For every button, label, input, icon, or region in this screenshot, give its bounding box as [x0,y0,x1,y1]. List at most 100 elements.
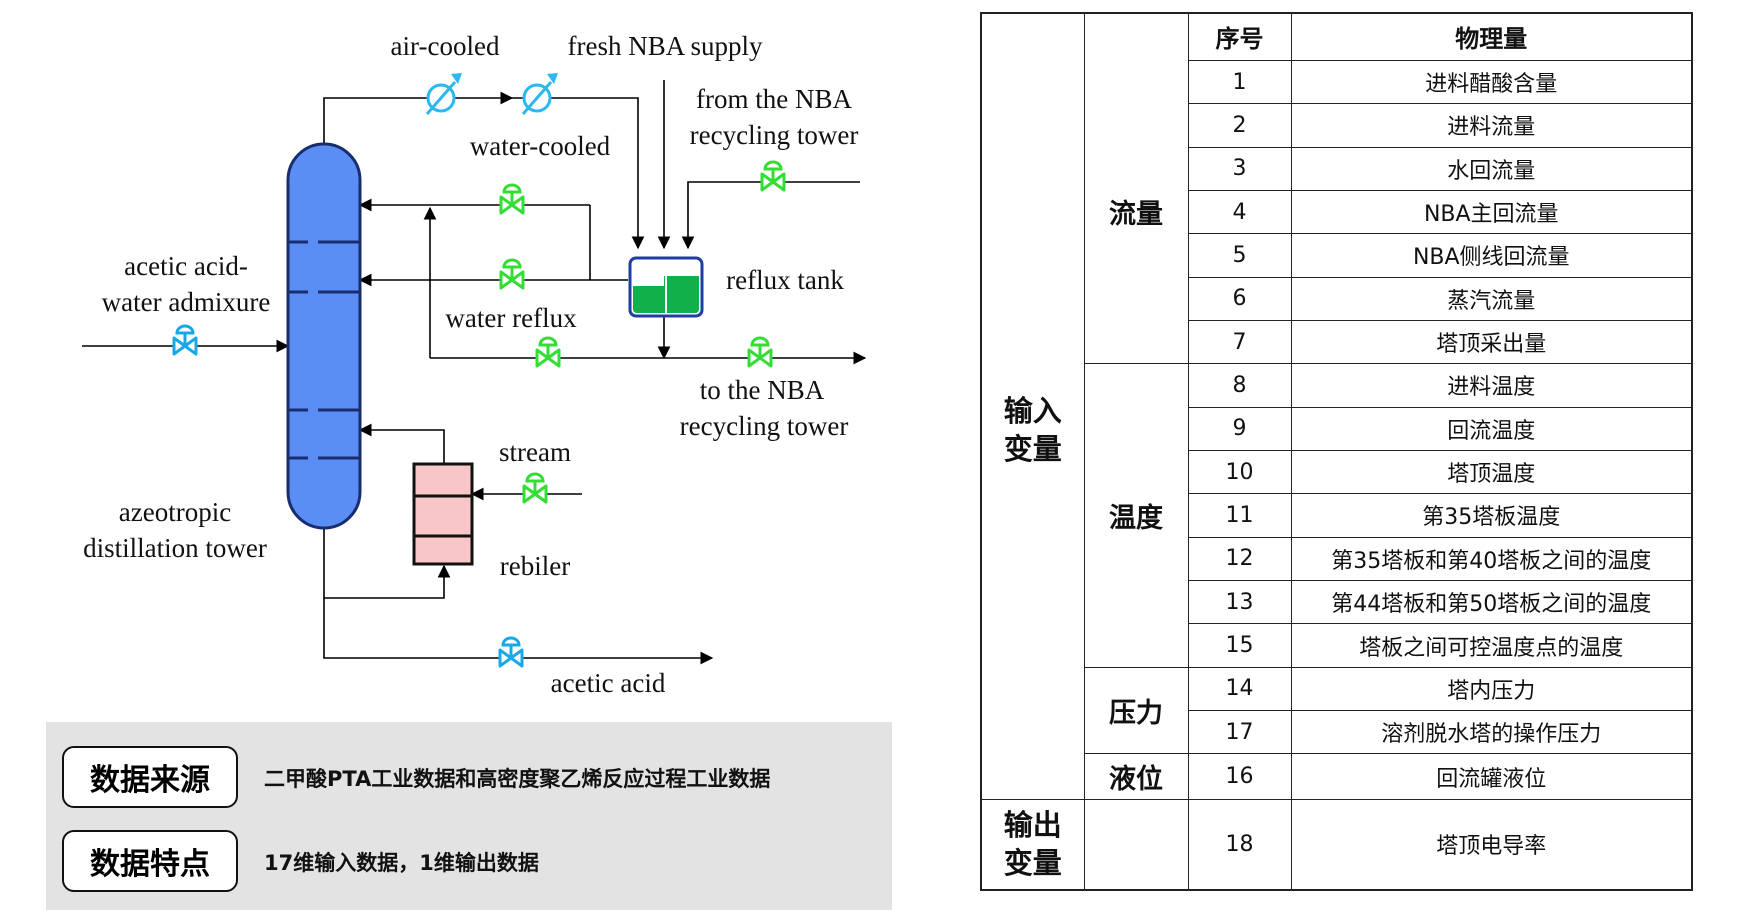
row-index: 2 [1187,103,1292,148]
label-tower: azeotropic [119,497,231,527]
table-header-row: 序号 物理量 [980,12,1693,61]
table-row: 10 塔顶温度 [981,449,1693,495]
row-quantity: 第35塔板温度 [1290,493,1693,538]
row-quantity: 溶剂脱水塔的操作压力 [1290,710,1693,755]
group-pressure: 压力 [1083,666,1189,755]
piping [82,80,867,665]
label-to-nba: to the NBA [700,375,825,405]
row-quantity: 第44塔板和第50塔板之间的温度 [1290,579,1693,625]
row-quantity: 进料温度 [1290,363,1693,408]
table-row: 13 第44塔板和第50塔板之间的温度 [981,579,1693,625]
label-acetic-acid: acetic acid [551,668,666,698]
valve-icon[interactable] [747,336,773,368]
valve-icon[interactable] [760,160,786,192]
table-header-blank [1083,12,1189,61]
valve-icon[interactable] [522,472,548,504]
label-feed: water admixure [102,287,271,317]
table-row: 压力 14 塔内压力 [981,666,1693,755]
table-row: 17 溶剂脱水塔的操作压力 [981,710,1693,755]
table-header-blank [980,12,1085,61]
table-row: 11 第35塔板温度 [981,493,1693,538]
air-cooler-icon [425,71,464,116]
row-index: 1 [1187,59,1292,105]
group-temperature: 温度 [1083,363,1189,668]
row-quantity: 水回流量 [1290,146,1693,191]
table-row: 温度 8 进料温度 [981,363,1693,668]
row-quantity: 蒸汽流量 [1290,276,1693,321]
label-air-cooled: air-cooled [391,31,500,61]
row-index: 5 [1187,233,1292,278]
valve-icon[interactable] [535,336,561,368]
process-flow-diagram: air-cooled fresh NBA supply water-cooled… [82,31,867,698]
label-from-nba: recycling tower [690,120,859,150]
label-reflux-tank: reflux tank [726,265,844,295]
row-index: 13 [1187,579,1292,625]
row-quantity: 塔顶温度 [1290,449,1693,495]
row-quantity: 回流温度 [1290,406,1693,451]
table-row: 输入变量 流量 1 进料醋酸含量 [980,59,1693,800]
label-rebiler: rebiler [500,551,570,581]
group-level: 液位 [1083,753,1189,800]
row-quantity: NBA主回流量 [1290,189,1693,235]
data-source-label: 数据来源 [62,746,238,808]
row-quantity: NBA侧线回流量 [1290,233,1693,278]
data-feature-label: 数据特点 [62,830,238,892]
row-quantity: 塔顶采出量 [1290,319,1693,365]
label-feed: acetic acid- [124,251,248,281]
group-flow: 流量 [1083,60,1189,365]
row-quantity: 进料醋酸含量 [1290,59,1693,105]
distillation-tower-icon [286,142,362,530]
data-source-text: 二甲酸PTA工业数据和高密度聚乙烯反应过程工业数据 [264,767,771,791]
row-quantity: 塔内压力 [1290,666,1693,712]
table-header-index: 序号 [1187,12,1292,61]
variable-table: 序号 物理量 输入变量 流量 1 进料醋酸含量 2 进料流量 3 水回流量 4 … [980,12,1693,891]
row-index: 8 [1187,363,1292,408]
table-row: 输出变量 18 塔顶电导率 [980,798,1693,891]
table-row: 3 水回流量 [981,146,1693,191]
row-index: 16 [1187,753,1292,800]
row-index: 4 [1187,189,1292,235]
table-row: 5 NBA侧线回流量 [981,233,1693,278]
label-tower: distillation tower [83,533,267,563]
output-group-blank [1083,798,1189,891]
row-quantity: 第35塔板和第40塔板之间的温度 [1290,536,1693,582]
table-row: 6 蒸汽流量 [981,276,1693,321]
label-water-reflux: water reflux [445,303,577,333]
label-water-cooled: water-cooled [470,131,611,161]
row-index: 10 [1187,449,1292,495]
table-row: 液位 16 回流罐液位 [981,753,1693,800]
row-quantity: 塔板之间可控温度点的温度 [1290,623,1693,668]
row-index: 6 [1187,276,1292,321]
row-index: 9 [1187,406,1292,451]
valve-icon[interactable] [498,636,524,668]
label-stream: stream [499,437,571,467]
valve-icon[interactable] [499,183,525,215]
data-feature-text: 17维输入数据，1维输出数据 [264,851,539,875]
reboiler-icon [412,462,474,566]
label-from-nba: from the NBA [696,84,852,114]
row-index: 7 [1187,319,1292,365]
data-info-panel: 数据来源 二甲酸PTA工业数据和高密度聚乙烯反应过程工业数据 数据特点 17维输… [46,722,892,910]
table-header-quantity: 物理量 [1290,12,1693,61]
valve-icon[interactable] [499,258,525,290]
valve-icon[interactable] [172,324,198,356]
output-variables-label: 输出变量 [980,798,1085,891]
row-quantity: 回流罐液位 [1290,753,1693,800]
row-index: 17 [1187,710,1292,755]
row-index: 3 [1187,146,1292,191]
label-fresh-nba-supply: fresh NBA supply [568,31,763,61]
diagram-labels: air-cooled fresh NBA supply water-cooled… [83,31,858,698]
row-index: 11 [1187,493,1292,538]
row-quantity: 塔顶电导率 [1290,798,1693,891]
table-row: 12 第35塔板和第40塔板之间的温度 [981,536,1693,582]
water-cooler-icon [521,71,560,116]
reflux-tank-icon [628,256,704,318]
row-index: 14 [1187,666,1292,712]
input-variables-label: 输入变量 [980,60,1085,800]
row-quantity: 进料流量 [1290,103,1693,148]
row-index: 12 [1187,536,1292,582]
label-to-nba: recycling tower [680,411,849,441]
table-row: 2 进料流量 [981,103,1693,148]
row-index: 15 [1187,623,1292,668]
row-index: 18 [1187,798,1292,891]
